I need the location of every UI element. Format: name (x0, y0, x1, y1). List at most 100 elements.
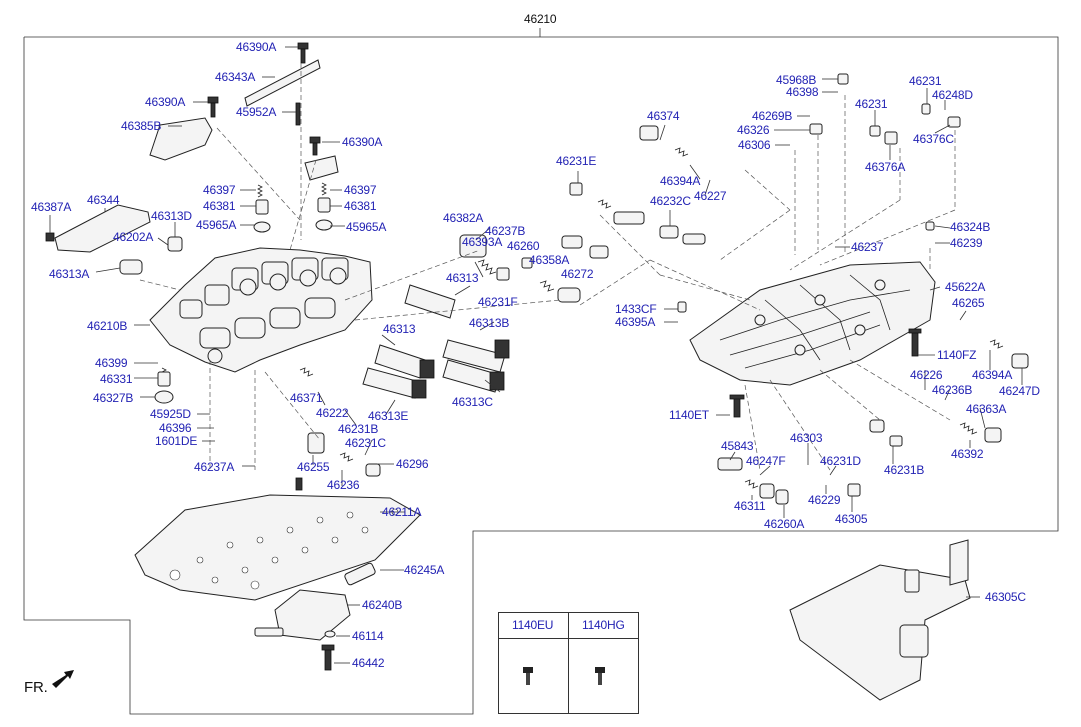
label-46382a: 46382A (443, 211, 484, 225)
label-46394a: 46394A (972, 368, 1013, 382)
front-label: FR. (24, 679, 48, 696)
label-45965a: 45965A (196, 218, 237, 232)
label-46296: 46296 (396, 457, 429, 471)
label-46395a: 46395A (615, 315, 656, 329)
label-46376a: 46376A (865, 160, 906, 174)
label-46385b: 46385B (121, 119, 162, 133)
label-45622a: 45622A (945, 280, 986, 294)
label-46236b: 46236B (932, 383, 973, 397)
label-45843: 45843 (721, 439, 754, 453)
label-46393a: 46393A (462, 235, 503, 249)
label-46374: 46374 (647, 109, 680, 123)
label-46442: 46442 (352, 656, 385, 670)
label-46392: 46392 (951, 447, 984, 461)
label-46313e: 46313E (368, 409, 409, 423)
label-45965a: 45965A (346, 220, 387, 234)
front-arrow-icon (52, 670, 74, 688)
label-46390a: 46390A (145, 95, 186, 109)
label-46397: 46397 (203, 183, 236, 197)
label-46381: 46381 (203, 199, 236, 213)
table-divider (568, 613, 569, 713)
label-46390a: 46390A (342, 135, 383, 149)
label-46327b: 46327B (93, 391, 134, 405)
label-46311: 46311 (734, 499, 766, 513)
label-46210: 46210 (524, 12, 557, 26)
label-1140fz: 1140FZ (937, 348, 977, 362)
label-46376c: 46376C (913, 132, 954, 146)
label-46231d: 46231D (820, 454, 861, 468)
label-46222: 46222 (316, 406, 349, 420)
label-46202a: 46202A (113, 230, 154, 244)
label-46313c: 46313C (452, 395, 493, 409)
label-46313b: 46313B (469, 316, 510, 330)
label-46231: 46231 (855, 97, 888, 111)
label-46399: 46399 (95, 356, 128, 370)
label-46305: 46305 (835, 512, 868, 526)
label-1433cf: 1433CF (615, 302, 657, 316)
label-46313a: 46313A (49, 267, 90, 281)
bolt-icons (523, 667, 605, 685)
label-45968b: 45968B (776, 73, 817, 87)
label-46394a: 46394A (660, 174, 701, 188)
label-46231e: 46231E (556, 154, 597, 168)
label-46324b: 46324B (950, 220, 991, 234)
label-46255: 46255 (297, 460, 330, 474)
label-46371: 46371 (290, 391, 323, 405)
label-46272: 46272 (561, 267, 594, 281)
upper-valve-body-drawing (149, 247, 373, 373)
label-46229: 46229 (808, 493, 841, 507)
label-46396: 46396 (159, 421, 192, 435)
solenoids-drawing (362, 284, 510, 399)
label-1140et: 1140ET (669, 408, 709, 422)
label-46114: 46114 (352, 629, 384, 643)
label-46239: 46239 (950, 236, 983, 250)
label-46210b: 46210B (87, 319, 128, 333)
separator-plate (134, 494, 421, 601)
label-46381: 46381 (344, 199, 377, 213)
label-46269b: 46269B (752, 109, 793, 123)
label-46331: 46331 (100, 372, 133, 386)
label-46247d: 46247D (999, 384, 1040, 398)
label-46305c: 46305C (985, 590, 1026, 604)
label-1601de: 1601DE (155, 434, 198, 448)
label-46231b: 46231B (884, 463, 925, 477)
label-46211a: 46211A (382, 505, 422, 519)
label-46226: 46226 (910, 368, 943, 382)
label-46237b: 46237B (485, 224, 526, 238)
label-46358a: 46358A (529, 253, 570, 267)
label-46306: 46306 (738, 138, 771, 152)
label-46387a: 46387A (31, 200, 72, 214)
label-46231: 46231 (909, 74, 942, 88)
table-divider (499, 638, 638, 639)
table-header-1140eu: 1140EU (512, 618, 554, 632)
label-46260a: 46260A (764, 517, 805, 531)
label-46237: 46237 (851, 240, 884, 254)
plate-46343a (244, 59, 321, 107)
label-46236: 46236 (327, 478, 360, 492)
label-45925d: 45925D (150, 407, 191, 421)
label-46237a: 46237A (194, 460, 235, 474)
bolt-variant-table: 1140EU 1140HG (498, 612, 639, 714)
label-46231f: 46231F (478, 295, 518, 309)
label-46245a: 46245A (404, 563, 445, 577)
label-46313: 46313 (383, 322, 416, 336)
label-46240b: 46240B (362, 598, 403, 612)
label-46398: 46398 (786, 85, 819, 99)
label-46248d: 46248D (932, 88, 973, 102)
label-46231b: 46231B (338, 422, 379, 436)
label-46232c: 46232C (650, 194, 691, 208)
label-46397: 46397 (344, 183, 377, 197)
label-46343a: 46343A (215, 70, 256, 84)
label-46231c: 46231C (345, 436, 386, 450)
label-46390a: 46390A (236, 40, 277, 54)
label-45952a: 45952A (236, 105, 277, 119)
label-46247f: 46247F (746, 454, 786, 468)
label-46326: 46326 (737, 123, 770, 137)
label-46227: 46227 (694, 189, 727, 203)
table-header-1140hg: 1140HG (582, 618, 625, 632)
label-46260: 46260 (507, 239, 540, 253)
label-46303: 46303 (790, 431, 823, 445)
label-46344: 46344 (87, 193, 120, 207)
